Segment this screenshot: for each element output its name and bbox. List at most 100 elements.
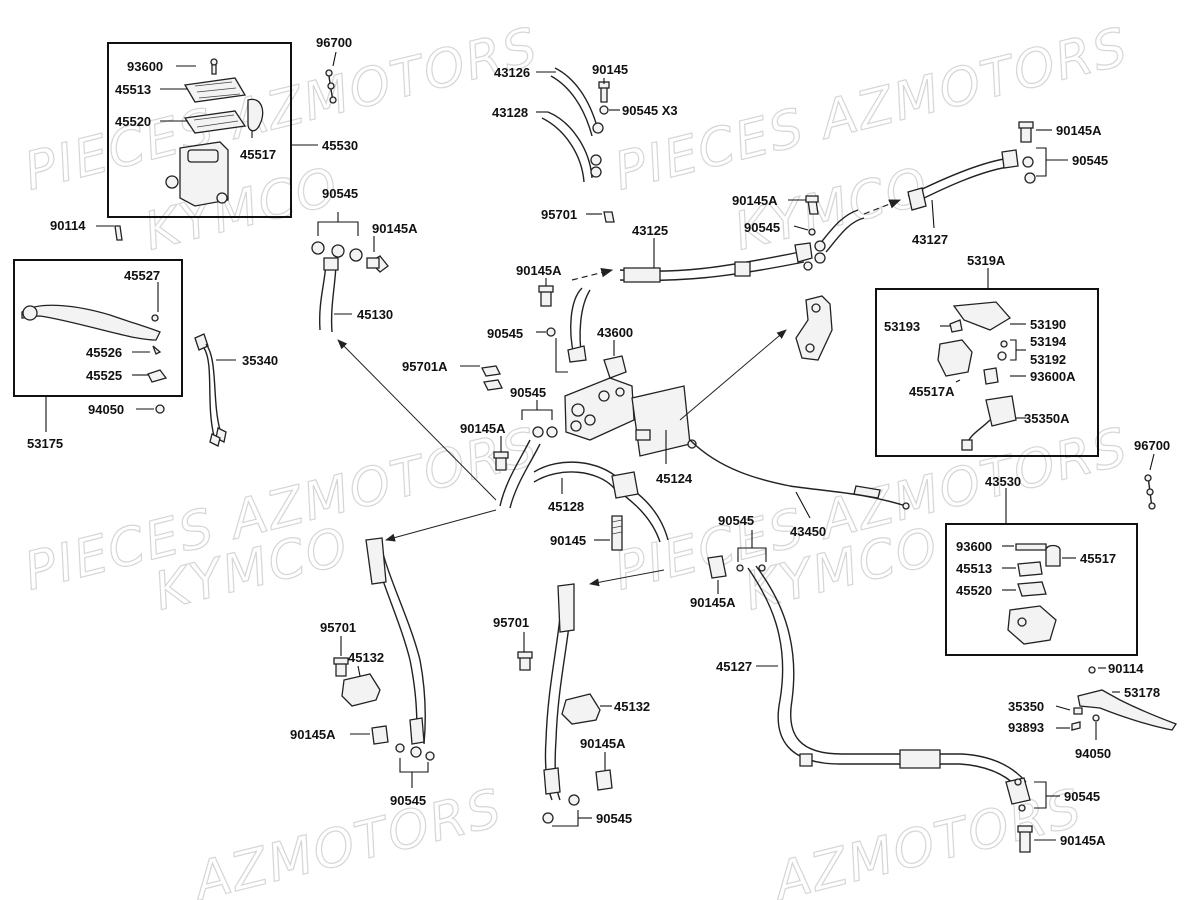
part-label: 43127 [912,232,948,247]
pin-90114: 90114 [50,218,123,241]
diaphragm [183,110,247,134]
fittings-valve-left: 90545 90145A [460,385,558,471]
part-label: 45132 [348,650,384,665]
part-label: 45513 [956,561,992,576]
master-cylinder-43530: 43530 93600 45513 45517 45520 [945,474,1138,656]
clamp [247,98,264,132]
part-label: 5319A [967,253,1006,268]
part-label: 90545 [390,793,426,808]
valve-bracket [631,385,691,457]
hose-45127: 45127 [716,565,1031,805]
part-label: 43125 [632,223,668,238]
bolt-95701-top: 95701 [541,207,615,223]
part-label: 95701 [493,615,529,630]
part-label: 43128 [492,105,528,120]
fittings-90145A-90545-mid: 90145A 90545 [732,193,902,264]
svg-text:KYMCO: KYMCO [729,157,936,263]
assembly-arrows [337,329,787,587]
part-label: 45526 [86,345,122,360]
part-label: 96700 [1134,438,1170,453]
part-label: 45517 [1080,551,1116,566]
hose-45130-group: 90545 90145A 45130 [311,186,418,333]
part-label: 90545 [510,385,546,400]
group-frame [945,523,1138,656]
part-label: 45520 [115,114,151,129]
brake-lever-53178: 90114 53178 35350 93893 94050 [1008,661,1177,761]
group-frame [875,288,1099,457]
part-label: 93600 [127,59,163,74]
part-label: 90545 [322,186,358,201]
part-label: 90145A [732,193,778,208]
part-label: 90145A [290,727,336,742]
part-label: 93893 [1008,720,1044,735]
bolts-95701A: 95701A [402,359,503,391]
part-label: 90545 [596,811,632,826]
brake-switch-35340: 94050 35340 [88,333,278,447]
fittings-valve-top: 90145A 90545 [487,263,568,373]
hose-43127-upper: 90145A 90545 43127 [907,121,1108,247]
part-label: 45517A [909,384,955,399]
part-label: 53190 [1030,317,1066,332]
brake-lever-group: 45527 45526 45525 53175 [13,259,183,451]
part-label: 45128 [548,499,584,514]
part-label: 90545 X3 [622,103,678,118]
part-label: 90545 [744,220,780,235]
part-label: 45130 [357,307,393,322]
screw-96700-top: 96700 [316,35,352,104]
screw-96700-right: 96700 [1134,438,1170,510]
part-label: 45132 [614,699,650,714]
part-label: 90145A [372,221,418,236]
part-label: 90545 [487,326,523,341]
part-label: 43450 [790,524,826,539]
part-label: 90545 [1072,153,1108,168]
brake-lever [21,304,161,341]
part-label: 35350 [1008,699,1044,714]
part-label: 35350A [1024,411,1070,426]
part-label: 53178 [1124,685,1160,700]
group-frame [107,42,292,218]
part-label: 35340 [242,353,278,368]
proportioning-valve-43600: 43600 45124 [564,287,697,486]
group-frame [13,259,183,397]
svg-text:AZMOTORS: AZMOTORS [766,778,1089,900]
lever-pedal [952,301,1012,331]
part-label: 45530 [322,138,358,153]
part-label: 94050 [88,402,124,417]
hose-43125: 43125 [571,223,813,283]
master-cylinder-group: 93600 45513 45520 45517 45530 [107,42,358,218]
fittings-rear-hose-bottom: 90545 90145A [1014,778,1106,853]
part-label: 43126 [494,65,530,80]
part-label: 90114 [1108,661,1144,676]
part-label: 90545 [1064,789,1100,804]
part-label: 96700 [316,35,352,50]
part-label: 94050 [1075,746,1111,761]
bolt-90145-center: 90145 [550,515,623,551]
lever [1077,689,1177,731]
part-label: 45525 [86,368,122,383]
cable-43450: 43450 [689,439,910,539]
part-label: 45124 [656,471,693,486]
part-label: 93600 [956,539,992,554]
part-label: 53194 [1030,334,1067,349]
part-label: 45527 [124,268,160,283]
part-label: 90145A [460,421,506,436]
part-label: 53192 [1030,352,1066,367]
part-label: 90145 [550,533,586,548]
part-label: 95701A [402,359,448,374]
front-right-hose-group: 95701 45132 90145A 90545 [493,583,650,827]
front-left-hose-group: 95701 45132 90145A 90545 [290,537,435,808]
part-label: 45513 [115,82,151,97]
lever-assembly-5319A: 5319A 53193 53190 53194 53192 45517A 936… [875,253,1099,457]
hoses-43126-43128: 43126 43128 90145 90545 X3 [492,62,678,183]
part-label: 45517 [240,147,276,162]
part-label: 43530 [985,474,1021,489]
part-label: 95701 [320,620,356,635]
part-label: 43600 [597,325,633,340]
part-label: 90145A [516,263,562,278]
part-label: 45127 [716,659,752,674]
part-label: 95701 [541,207,577,222]
hose-45128: 45128 [499,439,669,543]
part-label: 90114 [50,218,86,233]
part-label: 90145A [1056,123,1102,138]
